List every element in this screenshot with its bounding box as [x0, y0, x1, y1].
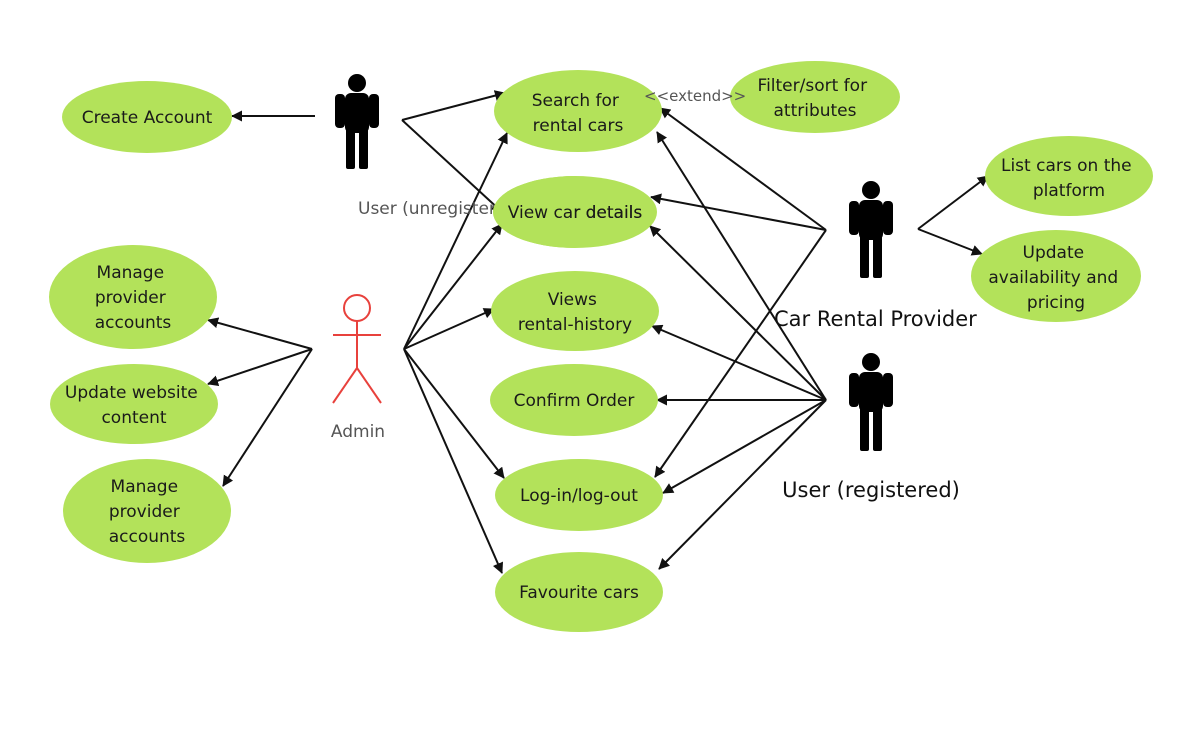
use-case-label: List cars on the platform	[1001, 156, 1137, 201]
assoc-admin-favourites	[403, 348, 503, 574]
use-case-label: Manage provider accounts	[95, 263, 172, 333]
assoc-registered-view-details	[649, 225, 827, 401]
use-case-label: Manage provider accounts	[109, 477, 186, 547]
assoc-unreg-view-details	[401, 119, 503, 213]
assoc-admin-manage-provider-2	[222, 348, 313, 487]
use-case-filter-sort[interactable]: Filter/sort for attributes	[730, 61, 900, 133]
assoc-provider-update-availability	[917, 228, 983, 256]
use-case-label: Filter/sort for attributes	[758, 76, 873, 121]
use-case-manage-provider-accounts-1[interactable]: Manage provider accounts	[49, 245, 217, 349]
assoc-registered-login	[662, 399, 827, 494]
actor-label-registered: User (registered)	[782, 478, 960, 502]
actor-label-admin: Admin	[331, 422, 385, 442]
assoc-admin-search	[403, 132, 508, 350]
use-case-favourite-cars[interactable]: Favourite cars	[495, 552, 663, 632]
use-case-list-cars[interactable]: List cars on the platform	[985, 136, 1153, 216]
assoc-unreg-search	[401, 90, 506, 121]
actor-unregistered-user-icon[interactable]	[335, 74, 379, 169]
use-case-label: Log-in/log-out	[520, 486, 638, 506]
assoc-provider-list-cars	[917, 175, 989, 230]
assoc-registered-search	[656, 131, 827, 401]
actor-admin-icon[interactable]	[332, 294, 382, 404]
assoc-admin-update-website	[207, 348, 313, 386]
associations	[207, 90, 989, 574]
assoc-provider-search	[659, 107, 827, 231]
assoc-admin-views-history	[403, 308, 495, 350]
extend-label: <<extend>>	[644, 87, 746, 105]
actor-label-provider: Car Rental Provider	[774, 307, 977, 331]
use-case-update-website-content[interactable]: Update website content	[50, 364, 218, 444]
use-case-label: Favourite cars	[519, 583, 639, 603]
use-case-create-account[interactable]: Create Account	[62, 81, 232, 153]
use-case-manage-provider-accounts-2[interactable]: Manage provider accounts	[63, 459, 231, 563]
use-case-label: Create Account	[82, 108, 213, 128]
use-case-label: Update website content	[65, 383, 203, 428]
use-case-view-car-details-overlay: View car details	[493, 176, 642, 248]
assoc-provider-login	[654, 229, 827, 478]
actor-label-unregistered: User (unregistered)	[358, 199, 523, 219]
assoc-admin-login	[403, 348, 505, 479]
use-case-update-availability[interactable]: Update availability and pricing	[971, 230, 1141, 322]
assoc-admin-view-details	[403, 223, 503, 350]
use-case-label: Update availability and pricing	[988, 243, 1123, 313]
actor-registered-user-icon[interactable]	[849, 353, 893, 451]
assoc-registered-views-history	[651, 324, 827, 401]
use-case-views-rental-history[interactable]: Views rental-history	[491, 271, 659, 351]
use-case-label: Views rental-history	[518, 290, 632, 335]
actor-car-rental-provider-icon[interactable]	[849, 181, 893, 278]
use-case-login-logout[interactable]: Log-in/log-out	[495, 459, 663, 531]
assoc-provider-view-details	[650, 193, 827, 231]
use-case-label: Confirm Order	[514, 391, 635, 411]
assoc-admin-manage-provider-1	[207, 317, 313, 350]
use-case-label: View car details	[508, 203, 643, 223]
use-case-confirm-order[interactable]: Confirm Order	[490, 364, 658, 436]
use-case-label: Search for rental cars	[532, 91, 625, 136]
assoc-registered-favourites	[658, 399, 827, 570]
use-case-search-rental-cars[interactable]: Search for rental cars	[494, 70, 662, 152]
